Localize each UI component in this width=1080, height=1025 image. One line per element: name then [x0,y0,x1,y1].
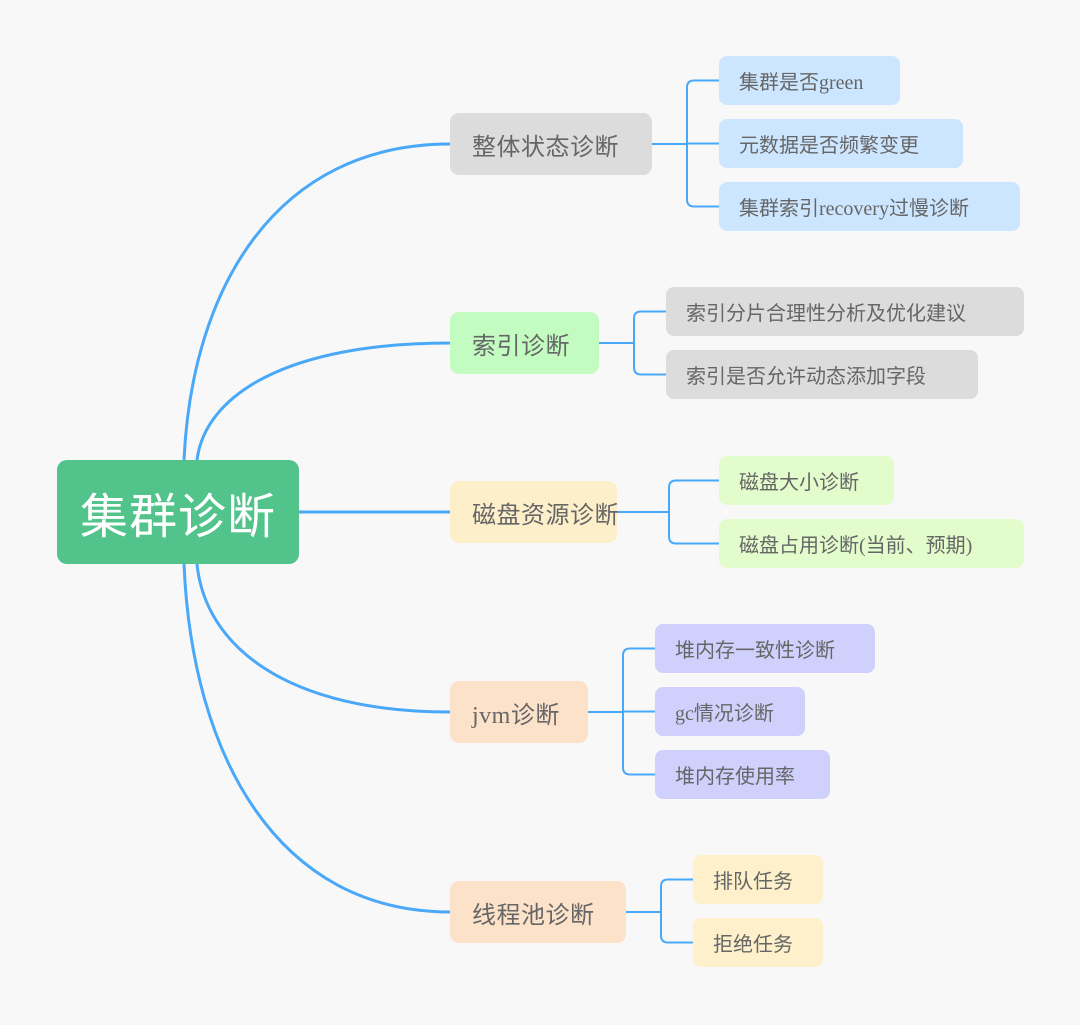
leaf-node-index-recovery[interactable]: 集群索引recovery过慢诊断 [719,182,1020,231]
leaf-node-disk-size[interactable]: 磁盘大小诊断 [719,456,894,505]
leaf-node-dynamic-fields[interactable]: 索引是否允许动态添加字段 [666,350,978,399]
leaf-node-label: 集群索引recovery过慢诊断 [739,198,969,220]
leaf-node-disk-usage[interactable]: 磁盘占用诊断(当前、预期) [719,519,1024,568]
branch-node-label: 整体状态诊断 [472,134,619,161]
leaf-node-label: 索引分片合理性分析及优化建议 [686,303,966,325]
leaf-node-label: 堆内存使用率 [675,766,795,788]
branch-node-label: 线程池诊断 [472,902,595,929]
leaf-node-metadata-changes[interactable]: 元数据是否频繁变更 [719,119,963,168]
leaf-node-heap-usage[interactable]: 堆内存使用率 [655,750,830,799]
branch-node-thread-pool[interactable]: 线程池诊断 [450,881,626,943]
leaf-node-label: 磁盘占用诊断(当前、预期) [739,535,973,557]
branch-node-index[interactable]: 索引诊断 [450,312,599,374]
root-node-label: 集群诊断 [79,489,276,545]
branch-node-label: jvm诊断 [472,702,560,729]
leaf-node-label: gc情况诊断 [675,703,774,725]
leaf-node-label: 拒绝任务 [713,934,793,956]
bracket-line [633,310,667,376]
leaf-node-gc-status[interactable]: gc情况诊断 [655,687,805,736]
root-connector-curve [195,341,452,462]
branch-node-jvm[interactable]: jvm诊断 [450,681,588,743]
branch-node-disk-resources[interactable]: 磁盘资源诊断 [450,481,619,543]
branch-node-label: 索引诊断 [472,333,570,360]
leaf-node-label: 堆内存一致性诊断 [675,640,835,662]
leaf-node-label: 排队任务 [713,871,793,893]
leaf-node-label: 集群是否green [739,72,864,94]
leaf-node-label: 磁盘大小诊断 [739,472,859,494]
branch-node-label: 磁盘资源诊断 [472,502,619,529]
bracket-line [660,878,694,944]
leaf-node-shard-analysis[interactable]: 索引分片合理性分析及优化建议 [666,287,1024,336]
root-connector-curve [182,142,452,462]
leaf-node-label: 索引是否允许动态添加字段 [686,366,926,388]
root-connector-curve [195,562,452,714]
root-node[interactable]: 集群诊断 [57,460,299,564]
leaf-node-label: 元数据是否频繁变更 [739,135,919,157]
branch-node-overall-status[interactable]: 整体状态诊断 [450,113,652,175]
root-connector-curve [182,562,452,914]
leaf-node-heap-consistency[interactable]: 堆内存一致性诊断 [655,624,875,673]
leaf-node-cluster-green[interactable]: 集群是否green [719,56,900,105]
bracket-line [686,79,720,208]
leaf-node-rejected-tasks[interactable]: 拒绝任务 [693,918,823,967]
bracket-line [622,647,656,776]
leaf-node-queued-tasks[interactable]: 排队任务 [693,855,823,904]
bracket-line [668,479,720,545]
